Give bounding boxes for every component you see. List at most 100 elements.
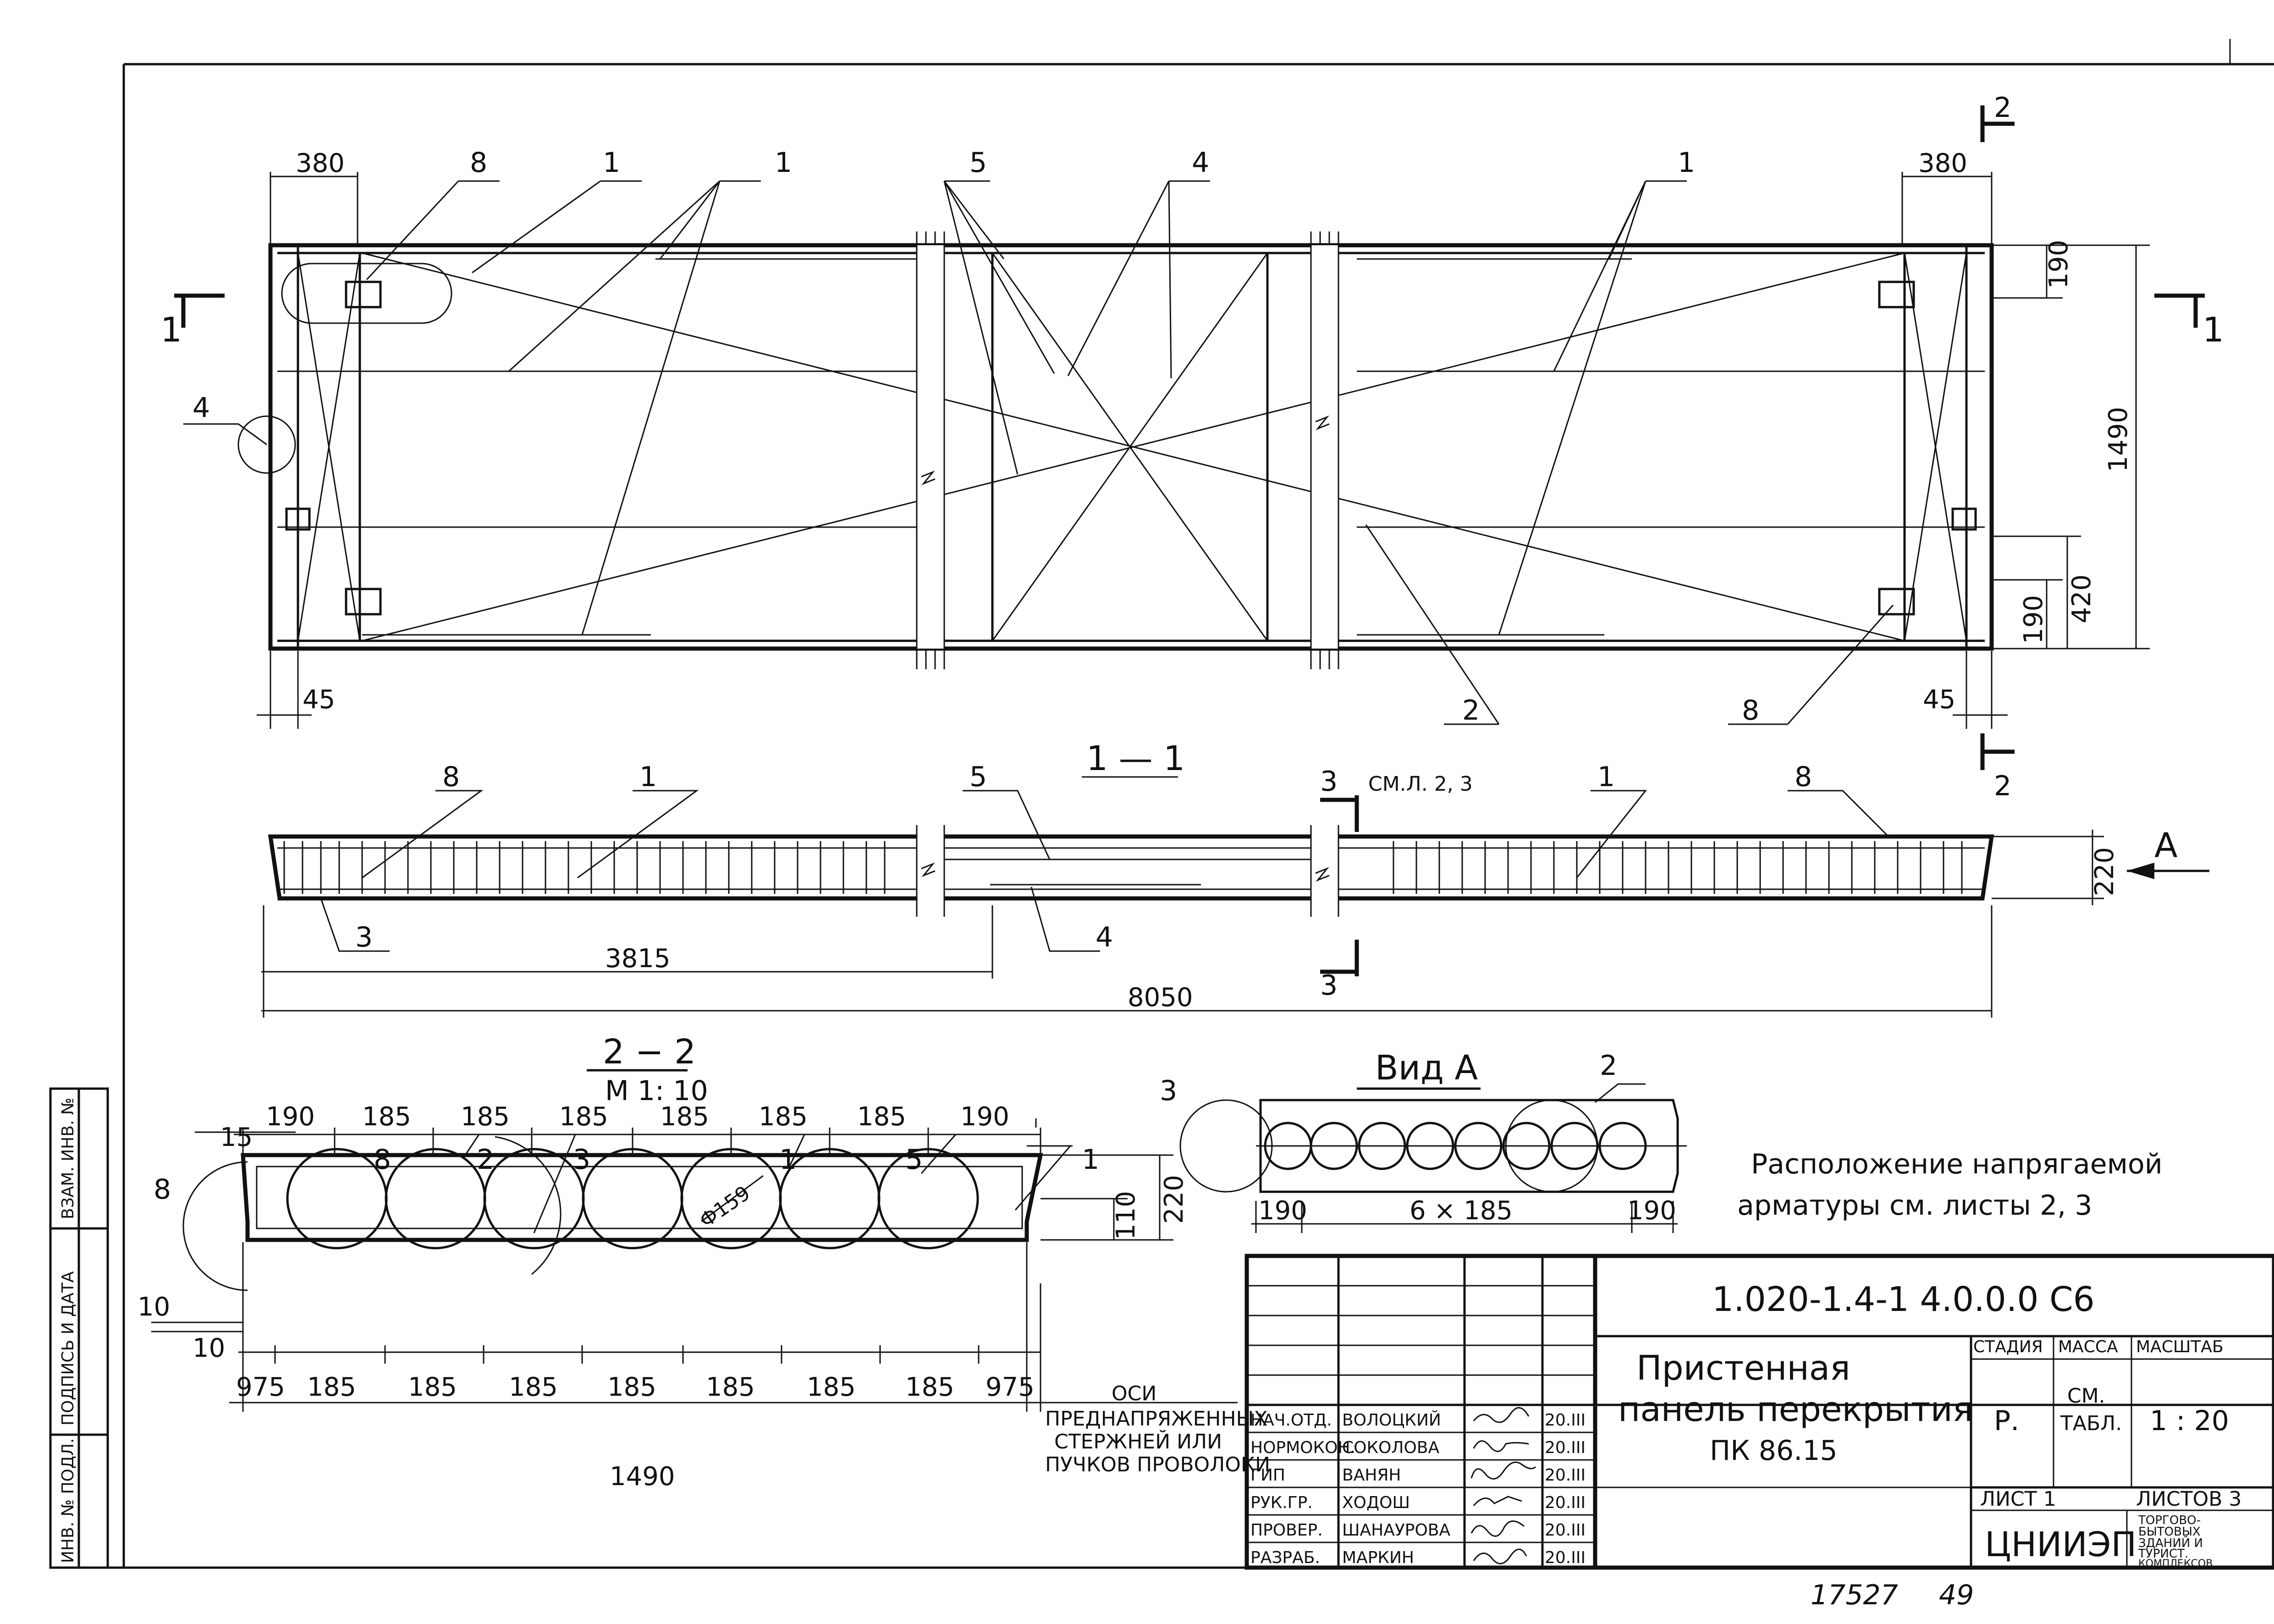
s22-dim-10b: 10 [193,1333,225,1363]
sig-role-4: РУК.ГР. [1250,1493,1313,1512]
s11-dim-220: 220 [2090,847,2120,896]
organization-sub-3: ЗДАНИЙ И [2138,1536,2203,1550]
s22-bot-dim-1: 975 [236,1372,285,1402]
view-a-label-2: 2 [1600,1050,1617,1082]
s11-label-8: 8 [442,761,460,793]
signature-mark-3 [1470,1461,1536,1480]
s22-label-3: 3 [573,1144,590,1176]
plan-label-1b: 1 [775,147,792,179]
inventory-number: 17527 [1811,1579,1898,1611]
view-a-dim-6x185: 6 × 185 [1410,1196,1513,1226]
margin-stamp-sign: ПОДПИСЬ И ДАТА [59,1271,77,1426]
s22-top-dim-6: 185 [759,1102,808,1132]
s22-dim-220: 220 [1159,1175,1189,1224]
s22-label-8a: 8 [154,1173,171,1206]
view-a-dim-190-left: 190 [1258,1196,1307,1226]
margin-stamp-replace: ВЗАМ. ИНВ. № [59,1098,77,1219]
sig-name-4: ХОДОШ [1342,1493,1410,1512]
view-a-marker: А [2154,826,2178,865]
stirrups-right [1393,841,1963,894]
plan-label-8: 8 [470,147,487,179]
s11-label-1b: 1 [1597,761,1615,793]
section-1-1 [261,776,2209,1018]
section-mark-2-top: 2 [1994,92,2011,124]
organization-sub-2: БЫТОВЫХ [2138,1525,2201,1539]
header-mass: МАССА [2058,1338,2118,1356]
s22-bot-dim-9: 975 [986,1372,1035,1402]
plan-dim-190-bottom: 190 [2019,595,2048,644]
sheet-count: ЛИСТОВ 3 [2136,1487,2241,1511]
note-line-2: арматуры см. листы 2, 3 [1737,1189,2092,1222]
sig-name-3: ВАНЯН [1342,1466,1401,1485]
section-mark-3-bottom: 3 [1320,969,1338,1002]
sig-name-6: МАРКИН [1342,1548,1414,1567]
section-mark-1-left: 1 [160,310,182,350]
plan-label-1c: 1 [1678,147,1695,179]
s22-top-dim-7: 185 [857,1102,906,1132]
plan-label-4: 4 [1192,147,1209,179]
axis-note-line-1: ОСИ [1112,1382,1156,1405]
section-1-1-labels: 1 — 1 8 1 5 1 8 3 4 3815 8050 220 3 3 СМ… [355,739,2178,1013]
s22-label-5: 5 [905,1144,923,1176]
s22-dim-10a: 10 [138,1292,170,1322]
s22-top-dim-5: 185 [660,1102,709,1132]
s22-dim-15: 15 [220,1123,253,1152]
plan-dim-380-left: 380 [296,149,345,178]
s22-top-dim-8: 190 [960,1102,1009,1132]
s22-bot-dim-4: 185 [509,1372,558,1402]
section-2-2 [151,1069,1173,1412]
plan-dim-45-right: 45 [1923,685,1955,715]
title-block-text: 1.020-1.4-1 4.0.0.0 С6 Пристенная панель… [1250,1280,2241,1569]
document-code: 1.020-1.4-1 4.0.0.0 С6 [1712,1280,2095,1319]
s22-top-dim-3: 185 [461,1102,510,1132]
sig-name-5: ШАНАУРОВА [1342,1521,1451,1540]
mass-value-line-1: СМ. [2067,1384,2105,1408]
note-line-1: Расположение напрягаемой [1751,1148,2163,1180]
section-2-2-labels: 2 − 2 М 1: 10 190 185 185 185 185 185 18… [138,1032,1270,1492]
header-stage: СТАДИЯ [1973,1338,2043,1356]
s22-top-dim-1: 190 [266,1102,315,1132]
page-number: 49 [1939,1579,1974,1611]
view-a-title: Вид А [1375,1048,1478,1088]
sig-name-2: СОКОЛОВА [1342,1438,1439,1457]
plan-dim-1490: 1490 [2103,407,2133,472]
sig-role-1: НАЧ.ОТД. [1250,1411,1332,1430]
organization-sub-5: КОМПЛЕКСОВ [2138,1558,2213,1569]
axis-note-line-4: ПУЧКОВ ПРОВОЛОКИ [1045,1453,1270,1476]
s11-label-3: 3 [355,921,373,953]
s22-dim-1490: 1490 [610,1462,675,1492]
sig-date-4: 20.III [1545,1493,1586,1512]
section-2-2-title: 2 − 2 [603,1032,696,1072]
signature-mark-5 [1470,1520,1525,1537]
axis-note-line-2: ПРЕДНАПРЯЖЕННЫХ [1045,1407,1268,1431]
prestress-note: Расположение напрягаемой арматуры см. ли… [1737,1148,2163,1222]
sig-role-5: ПРОВЕР. [1250,1521,1323,1540]
s11-label-4: 4 [1096,921,1113,953]
s11-dim-8050: 8050 [1128,983,1193,1013]
s22-label-1b: 1 [1082,1144,1099,1176]
s11-label-8b: 8 [1795,761,1812,793]
organization: ЦНИИЭП [1985,1525,2136,1564]
stirrups-left [283,841,886,894]
s22-bot-dim-7: 185 [807,1372,856,1402]
sig-date-5: 20.III [1545,1521,1586,1540]
s11-label-1: 1 [639,761,657,793]
sig-name-1: ВОЛОЦКИЙ [1342,1410,1441,1430]
signature-mark-1 [1473,1407,1530,1423]
s11-label-5: 5 [969,761,987,793]
footer: 17527 49 [1811,1579,1974,1611]
axis-note-line-3: СТЕРЖНЕЙ ИЛИ [1054,1429,1222,1453]
section-1-1-title: 1 — 1 [1086,739,1185,778]
s22-dim-110: 110 [1111,1191,1141,1240]
s22-void-diameter: Ф159 [695,1181,754,1233]
sig-date-1: 20.III [1545,1411,1586,1430]
signature-mark-4 [1473,1496,1522,1506]
view-a [1179,1083,1687,1233]
plan-label-8b: 8 [1742,694,1759,727]
s22-top-dim-2: 185 [362,1102,411,1132]
plan-view [174,105,2205,770]
plan-dim-380-right: 380 [1918,149,1967,178]
section-2-2-scale: М 1: 10 [605,1075,708,1107]
section-mark-3-top: 3 [1320,765,1338,798]
